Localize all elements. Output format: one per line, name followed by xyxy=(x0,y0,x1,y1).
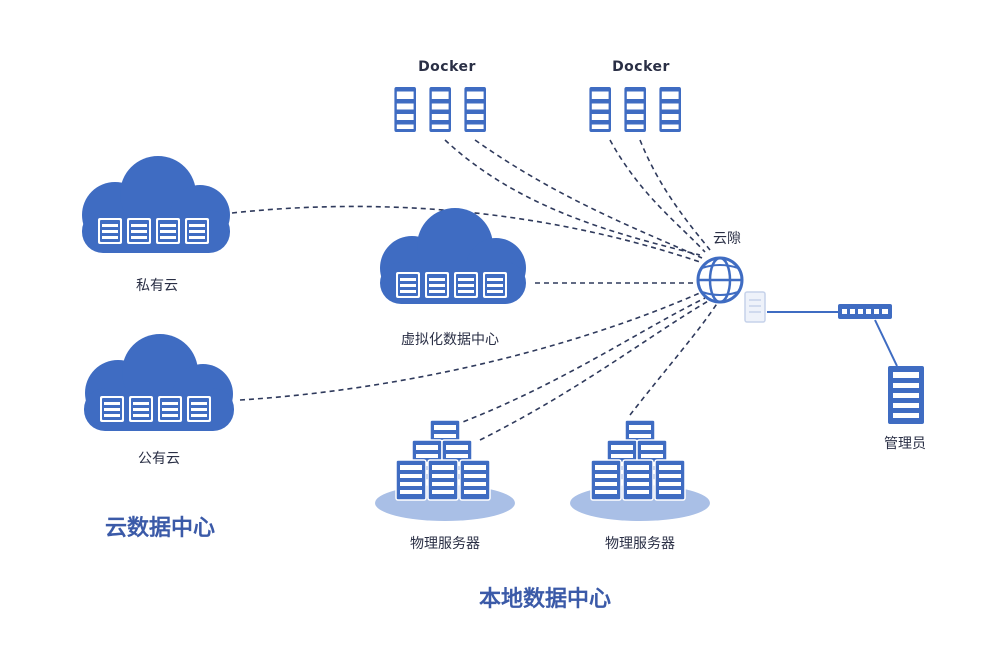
link-physical-1 xyxy=(454,297,706,426)
local-dc-title: 本地数据中心 xyxy=(479,586,611,612)
globe-icon xyxy=(696,256,744,304)
public-cloud: 公有云 xyxy=(84,334,234,467)
link-physical-1b xyxy=(479,299,711,441)
virtual-dc-label: 虚拟化数据中心 xyxy=(401,332,499,348)
link-docker-2b xyxy=(609,139,706,253)
gateway-label: 云隙 xyxy=(713,231,741,247)
network-switch-icon xyxy=(838,304,892,319)
link-admin xyxy=(874,319,898,367)
link-docker-1 xyxy=(444,139,701,256)
virtual-data-center: 虚拟化数据中心 xyxy=(380,208,526,348)
docker-cluster-1: Docker xyxy=(392,59,489,135)
gateway: 云隙 xyxy=(696,231,766,323)
link-docker-1b xyxy=(474,139,703,259)
physical-server-group-2: 物理服务器 xyxy=(570,419,710,552)
document-icon xyxy=(744,291,766,323)
admin: 管理员 xyxy=(884,366,926,452)
link-public-cloud xyxy=(239,291,703,401)
private-cloud: 私有云 xyxy=(82,156,230,294)
docker-label-2: Docker xyxy=(612,59,670,75)
admin-label: 管理员 xyxy=(884,436,926,452)
server-icon xyxy=(888,366,924,424)
public-cloud-label: 公有云 xyxy=(138,451,180,467)
connection-lines xyxy=(231,139,719,441)
physical-server-group-1: 物理服务器 xyxy=(375,419,515,552)
link-private-cloud xyxy=(231,205,701,263)
physical-server-label-1: 物理服务器 xyxy=(410,536,480,552)
docker-label-1: Docker xyxy=(418,59,476,75)
private-cloud-label: 私有云 xyxy=(136,278,178,294)
link-physical-2 xyxy=(629,301,719,416)
physical-server-label-2: 物理服务器 xyxy=(605,536,675,552)
docker-cluster-2: Docker xyxy=(587,59,684,135)
link-docker-2 xyxy=(639,139,711,251)
cloud-dc-title: 云数据中心 xyxy=(105,515,215,541)
